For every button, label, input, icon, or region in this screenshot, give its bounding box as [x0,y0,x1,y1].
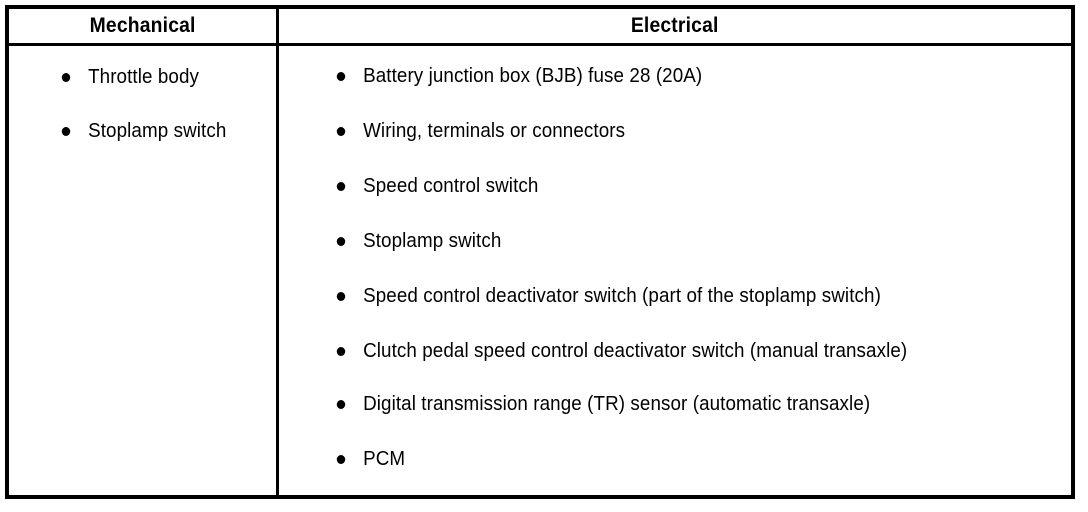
component-table: Mechanical Electrical Throttle body Stop… [5,5,1075,499]
mechanical-bullet-list: Throttle body Stoplamp switch [58,63,276,146]
list-item: Speed control switch [333,172,1049,201]
list-item-label: Clutch pedal speed control deactivator s… [363,340,908,362]
list-item-label: Stoplamp switch [363,230,502,252]
list-item-label: Speed control deactivator switch (part o… [363,285,881,307]
bullet-icon [336,237,346,246]
column-header-mechanical-label: Mechanical [89,14,196,37]
list-item-label: Throttle body [88,66,200,88]
list-item: Stoplamp switch [333,227,1049,256]
bullet-icon [336,347,346,356]
column-header-electrical-label: Electrical [631,14,719,37]
bullet-icon [336,292,346,301]
table-header-row: Mechanical Electrical [9,9,1071,46]
column-header-electrical: Electrical [279,9,1071,43]
electrical-bullet-list: Battery junction box (BJB) fuse 28 (20A)… [333,62,1071,474]
column-header-mechanical: Mechanical [9,9,276,43]
list-item: Battery junction box (BJB) fuse 28 (20A) [333,62,1049,91]
bullet-icon [61,127,71,136]
list-item: PCM [333,445,1049,474]
list-item: Wiring, terminals or connectors [333,117,1049,146]
bullet-icon [61,73,71,82]
list-item: Clutch pedal speed control deactivator s… [333,337,1049,366]
list-item: Speed control deactivator switch (part o… [333,282,1049,311]
bullet-icon [336,455,346,464]
list-item: Digital transmission range (TR) sensor (… [333,390,1049,419]
bullet-icon [336,72,346,81]
list-item: Throttle body [58,63,267,92]
list-item-label: Speed control switch [363,175,539,197]
list-item: Stoplamp switch [58,117,267,146]
column-body-mechanical: Throttle body Stoplamp switch [9,46,276,171]
bullet-icon [336,182,346,191]
list-item-label: Digital transmission range (TR) sensor (… [363,393,871,415]
column-divider [276,9,279,495]
list-item-label: Stoplamp switch [88,120,227,142]
list-item-label: PCM [363,448,406,470]
list-item-label: Battery junction box (BJB) fuse 28 (20A) [363,65,703,87]
column-body-electrical: Battery junction box (BJB) fuse 28 (20A)… [279,46,1071,500]
bullet-icon [336,400,346,409]
bullet-icon [336,127,346,136]
list-item-label: Wiring, terminals or connectors [363,120,626,142]
